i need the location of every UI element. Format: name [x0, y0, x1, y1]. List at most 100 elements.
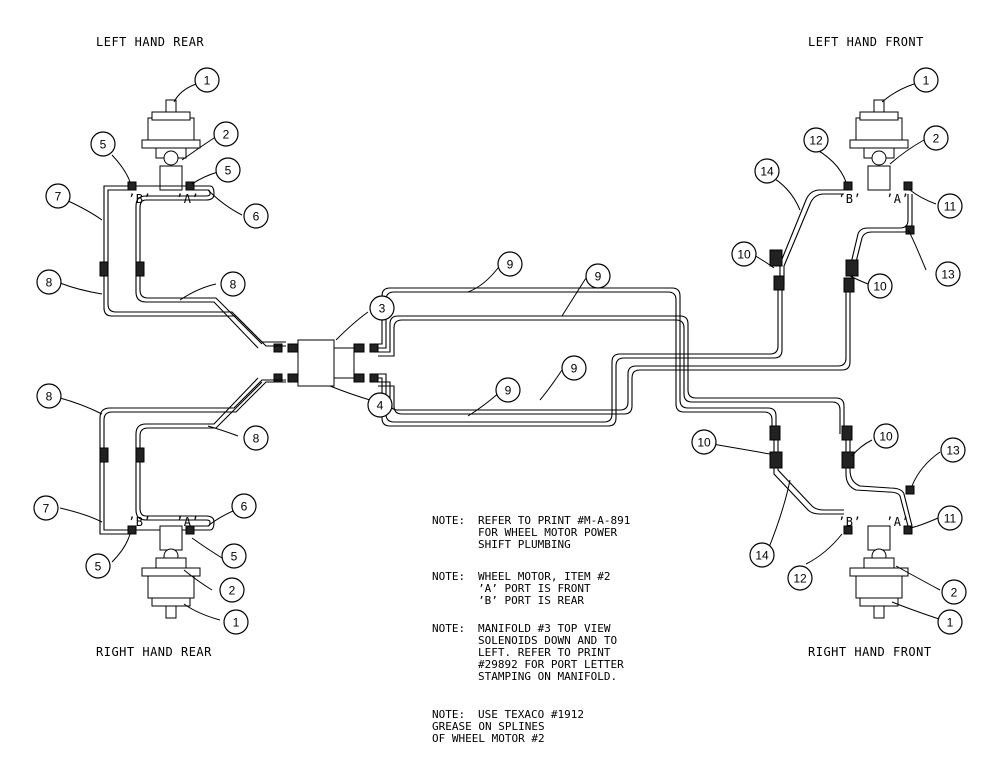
- note-prefix: NOTE:: [432, 622, 465, 635]
- callout-circle: [937, 193, 963, 219]
- callout-circle: [787, 565, 813, 591]
- callout-circle: [873, 423, 899, 449]
- note-line: #29892 FOR PORT LETTER: [478, 658, 624, 671]
- callout-11: 11: [937, 193, 963, 219]
- callout-number: 14: [760, 165, 774, 179]
- callout-number: 2: [229, 584, 236, 598]
- callout-number: 2: [933, 132, 940, 146]
- callout-1: 1: [194, 67, 220, 93]
- callout-number: 8: [253, 432, 260, 446]
- callout-number: 7: [55, 190, 62, 204]
- callout-number: 4: [377, 399, 384, 413]
- callout-2: 2: [219, 577, 245, 603]
- label-right-hand-front: RIGHT HAND FRONT: [808, 645, 932, 659]
- callout-circle: [36, 383, 62, 409]
- callout-circle: [231, 493, 257, 519]
- callout-3: 3: [369, 295, 395, 321]
- callout-5: 5: [221, 543, 247, 569]
- port-a-left-rear: ’A’: [176, 192, 199, 206]
- callout-1: 1: [937, 609, 963, 635]
- callout-leaders: [59, 83, 943, 621]
- callout-number: 5: [100, 138, 107, 152]
- callout-number: 5: [225, 164, 232, 178]
- callout-7: 7: [33, 495, 59, 521]
- callout-number: 1: [947, 616, 954, 630]
- callout-number: 2: [223, 128, 230, 142]
- port-b-right-front: ’B’: [838, 515, 861, 529]
- callout-13: 13: [935, 261, 961, 287]
- callout-circle: [215, 157, 241, 183]
- callout-number: 10: [879, 430, 893, 444]
- callout-2: 2: [941, 579, 967, 605]
- callout-circle: [937, 505, 963, 531]
- callout-2: 2: [923, 125, 949, 151]
- callout-number: 10: [697, 436, 711, 450]
- callout-circle: [90, 131, 116, 157]
- note-line: LEFT. REFER TO PRINT: [478, 646, 611, 659]
- callout-circle: [867, 273, 893, 299]
- callout-2: 2: [213, 121, 239, 147]
- callout-5: 5: [85, 553, 111, 579]
- callout-circle: [221, 543, 247, 569]
- callout-circle: [913, 67, 939, 93]
- callout-number: 1: [923, 74, 930, 88]
- note-line: SOLENOIDS DOWN AND TO: [478, 634, 617, 647]
- note-line: STAMPING ON MANIFOLD.: [478, 670, 617, 683]
- callout-number: 2: [951, 586, 958, 600]
- callout-8: 8: [243, 425, 269, 451]
- label-right-hand-rear: RIGHT HAND REAR: [96, 645, 212, 659]
- callout-9: 9: [497, 251, 523, 277]
- note-prefix: NOTE:: [432, 708, 465, 721]
- callout-1: 1: [223, 609, 249, 635]
- note-line: SHIFT PLUMBING: [478, 538, 571, 551]
- callout-10: 10: [691, 429, 717, 455]
- callout-8: 8: [36, 269, 62, 295]
- callout-12: 12: [803, 127, 829, 153]
- port-b-right-rear: ’B’: [128, 515, 151, 529]
- callout-5: 5: [215, 157, 241, 183]
- note-line: ’B’ PORT IS REAR: [478, 594, 584, 607]
- callout-number: 9: [505, 384, 512, 398]
- note-line: USE TEXACO #1912: [478, 708, 584, 721]
- callout-circle: [194, 67, 220, 93]
- callout-number: 1: [233, 616, 240, 630]
- callout-11: 11: [937, 505, 963, 531]
- callout-number: 9: [595, 270, 602, 284]
- callout-9: 9: [585, 263, 611, 289]
- callout-circle: [691, 429, 717, 455]
- callout-number: 12: [793, 572, 807, 586]
- callout-number: 10: [737, 248, 751, 262]
- port-a-right-front: ’A’: [886, 515, 909, 529]
- callout-circle: [36, 269, 62, 295]
- callout-circle: [223, 609, 249, 635]
- callout-circle: [33, 495, 59, 521]
- note-line: WHEEL MOTOR, ITEM #2: [478, 570, 610, 583]
- callout-number: 3: [379, 302, 386, 316]
- callout-4: 4: [367, 392, 393, 418]
- port-a-left-front: ’A’: [886, 192, 909, 206]
- callout-6: 6: [243, 203, 269, 229]
- callout-circle: [941, 579, 967, 605]
- callout-circle: [85, 553, 111, 579]
- note-prefix: NOTE:: [432, 514, 465, 527]
- callout-circle: [923, 125, 949, 151]
- callout-circle: [213, 121, 239, 147]
- label-left-hand-rear: LEFT HAND REAR: [96, 35, 204, 49]
- callout-number: 9: [571, 362, 578, 376]
- manifold: [273, 339, 379, 387]
- callout-number: 1: [204, 74, 211, 88]
- label-left-hand-front: LEFT HAND FRONT: [808, 35, 924, 49]
- callout-8: 8: [36, 383, 62, 409]
- hoses-right: [378, 189, 915, 527]
- note-line: OF WHEEL MOTOR #2: [432, 732, 545, 745]
- wheel-motor-right-front: [843, 525, 913, 619]
- callout-9: 9: [495, 377, 521, 403]
- callout-5: 5: [90, 131, 116, 157]
- callout-circle: [749, 542, 775, 568]
- callout-number: 13: [941, 268, 955, 282]
- callout-number: 10: [873, 280, 887, 294]
